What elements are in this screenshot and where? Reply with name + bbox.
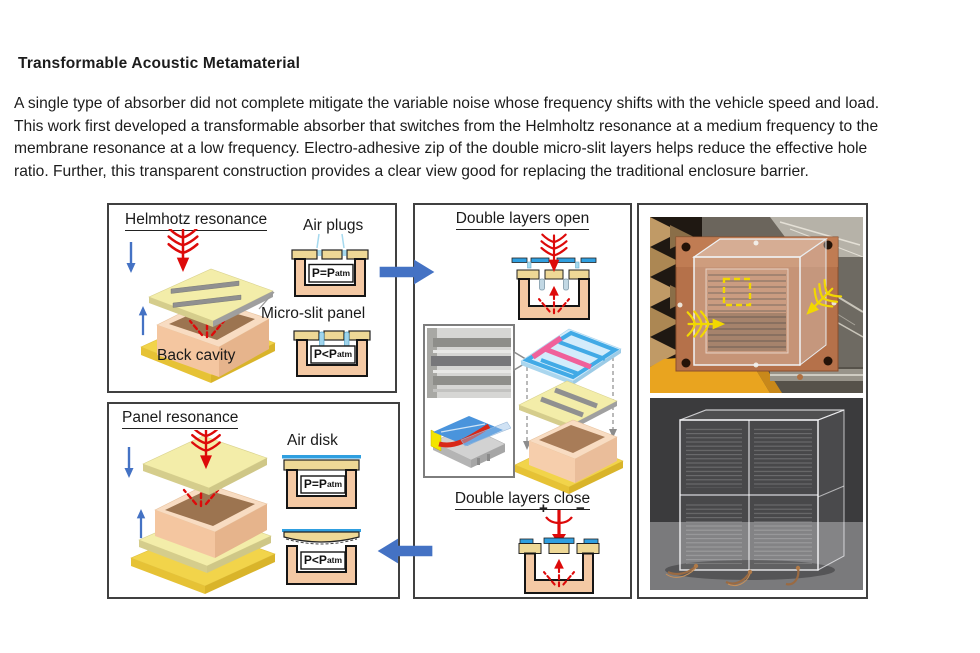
- panel-helmholtz-title: Helmhotz resonance: [125, 211, 268, 231]
- micro-slit-panel-label: Micro-slit panel: [261, 305, 366, 322]
- plus-sign: +: [539, 500, 548, 517]
- helmholtz-3d-illustration: [125, 229, 276, 383]
- cross-section-air-plugs-closed: [293, 330, 371, 377]
- oscillation-arrow-up-icon: [137, 305, 149, 337]
- intro-line: A single type of absorber did not comple…: [14, 95, 880, 112]
- micro-slit-photo: [427, 328, 511, 398]
- photo-transparent-absorber: [650, 398, 863, 590]
- region-of-interest-dashed-square: [722, 277, 752, 307]
- back-cavity-label: Back cavity: [157, 347, 236, 364]
- oscillation-arrow-down-icon: [123, 445, 135, 480]
- electrode-wires: [667, 565, 800, 586]
- cross-section-air-disk-flat: [282, 455, 361, 509]
- incident-wave-icon: [540, 233, 568, 273]
- micro-slit-pointer-line: [258, 291, 275, 310]
- minus-sign: −: [576, 500, 585, 517]
- cross-section-air-plugs-open: [291, 249, 369, 297]
- panel-resonance-title: Panel resonance: [122, 409, 239, 429]
- air-plugs-label: Air plugs: [303, 217, 364, 234]
- air-disk-label: Air disk: [287, 432, 338, 449]
- double-close-title: Double layers close: [415, 490, 630, 510]
- intro-line: ratio. Further, this transparent constru…: [14, 162, 809, 180]
- air-plugs-pointer-lines: [316, 233, 345, 249]
- photo-test-setup: [650, 217, 863, 393]
- oscillation-arrow-up-icon: [135, 508, 147, 540]
- incident-wave-icon: [167, 229, 199, 273]
- cross-section-double-close: [518, 510, 600, 594]
- panel-resonance-3d-illustration: [123, 430, 276, 594]
- intro-line: This work first developed a transformabl…: [14, 117, 879, 135]
- panel-double-layers: Double layers open: [413, 203, 632, 599]
- detail-inset: [423, 324, 515, 478]
- panel-helmholtz: Helmhotz resonance: [107, 203, 397, 393]
- exploded-absorber-illustration: [514, 328, 624, 494]
- double-open-title: Double layers open: [415, 210, 630, 230]
- cross-section-air-disk-sagged: [282, 529, 361, 585]
- intro-line: membrane resonance at a low frequency. E…: [14, 140, 868, 157]
- flow-arrow-left-icon: [375, 536, 435, 566]
- cross-section-double-open: [511, 233, 597, 320]
- oscillation-arrow-down-icon: [125, 240, 137, 275]
- zip-mechanism-illustration: [430, 416, 511, 468]
- panel-photos: [637, 203, 868, 599]
- intro-paragraph: A single type of absorber did not comple…: [14, 93, 966, 183]
- panel-panel-resonance: Panel resonance: [107, 402, 400, 599]
- flow-arrow-right-icon: [377, 257, 437, 287]
- slide-title: Transformable Acoustic Metamaterial: [18, 55, 301, 72]
